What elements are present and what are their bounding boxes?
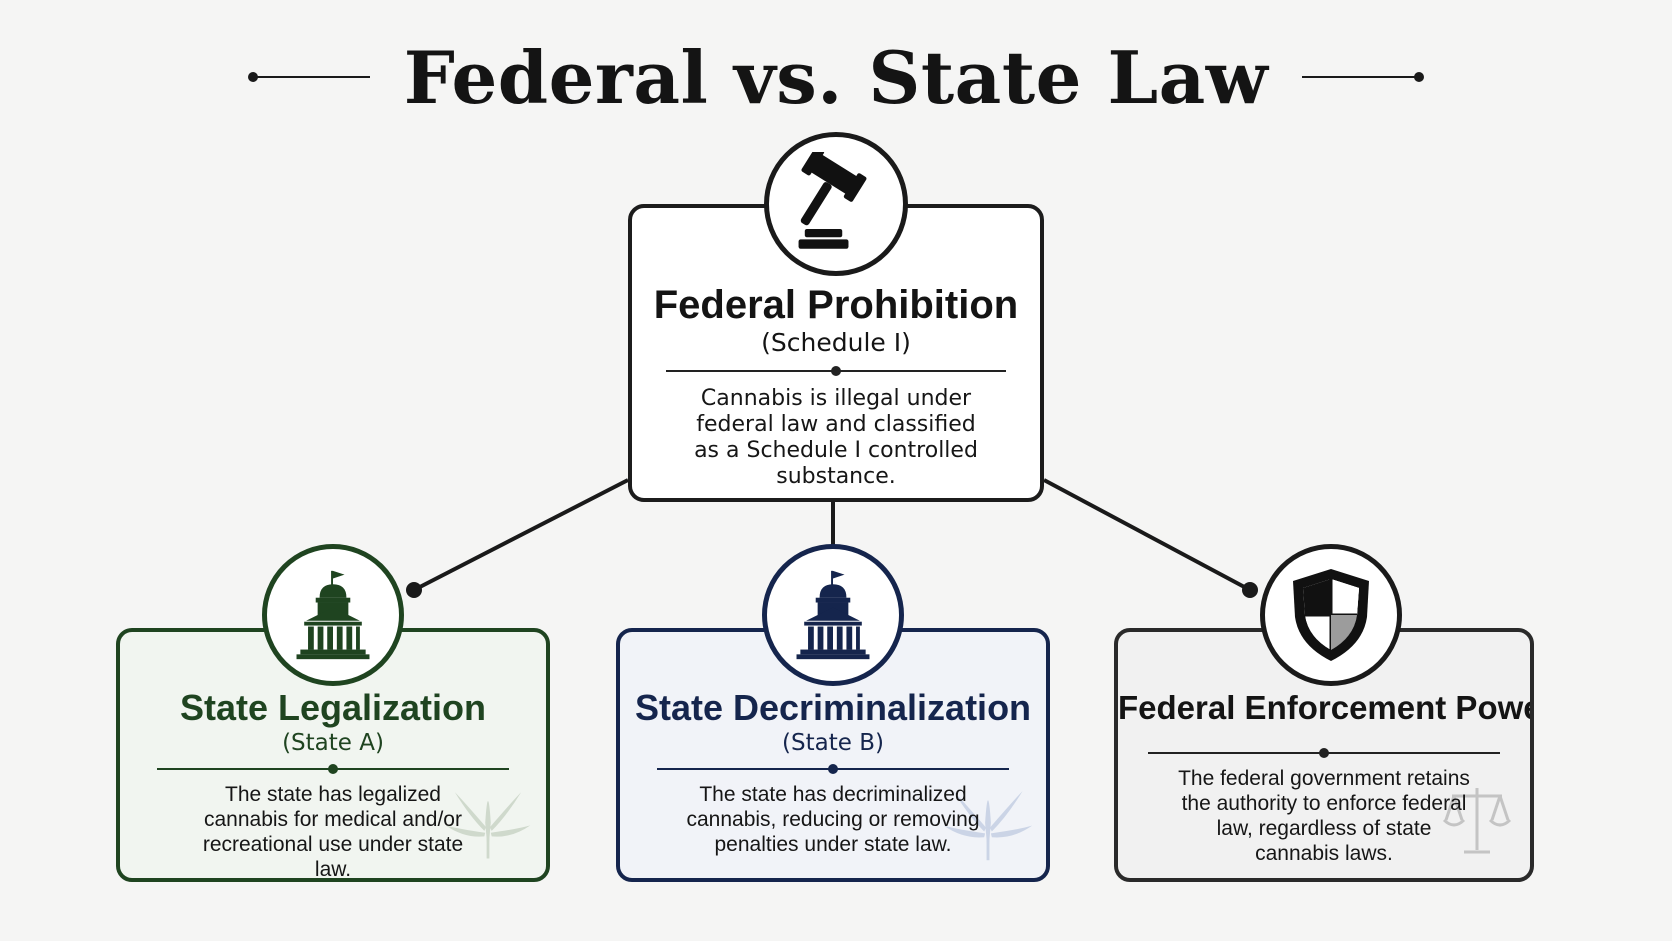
state-decriminalization-subtitle: (State B) bbox=[782, 730, 884, 756]
state-legalization-description: The state has legalized cannabis for med… bbox=[202, 783, 464, 881]
federal-enforcement-description: The federal government retains the autho… bbox=[1178, 767, 1470, 865]
cannabis-leaf-icon bbox=[943, 791, 1033, 861]
connector-dot-left bbox=[406, 582, 422, 598]
federal-prohibition-title: Federal Prohibition bbox=[653, 283, 1019, 327]
connector-dot-right bbox=[1242, 582, 1258, 598]
divider bbox=[666, 366, 1006, 376]
federal-enforcement-title: Federal Enforcement Power bbox=[1118, 689, 1534, 726]
title-rule-left bbox=[247, 72, 370, 82]
cannabis-leaf-icon bbox=[445, 792, 531, 859]
divider bbox=[657, 764, 1009, 774]
shield-icon bbox=[1260, 544, 1402, 686]
title-bar: Federal vs. State Law bbox=[0, 22, 1672, 132]
state-decriminalization-title: State Decriminalization bbox=[634, 687, 1032, 728]
state-capitol-icon bbox=[762, 544, 904, 686]
gavel-icon bbox=[764, 132, 908, 276]
state-legalization-subtitle: (State A) bbox=[282, 730, 384, 756]
federal-prohibition-subtitle: (Schedule I) bbox=[761, 328, 911, 357]
divider bbox=[1148, 748, 1500, 758]
state-decriminalization-description: The state has decriminalized cannabis, r… bbox=[686, 783, 980, 856]
page-title: Federal vs. State Law bbox=[403, 34, 1269, 120]
state-decriminalization-card: State Decriminalization (State B) The st… bbox=[616, 628, 1050, 882]
state-legalization-title: State Legalization bbox=[179, 687, 487, 728]
divider bbox=[157, 764, 509, 774]
connector-to-enforcement bbox=[1043, 478, 1251, 592]
title-rule-right bbox=[1302, 72, 1425, 82]
scales-icon bbox=[1442, 788, 1512, 854]
federal-prohibition-description: Cannabis is illegal under federal law an… bbox=[694, 386, 978, 489]
connector-to-legalization bbox=[413, 478, 629, 592]
state-capitol-icon bbox=[262, 544, 404, 686]
